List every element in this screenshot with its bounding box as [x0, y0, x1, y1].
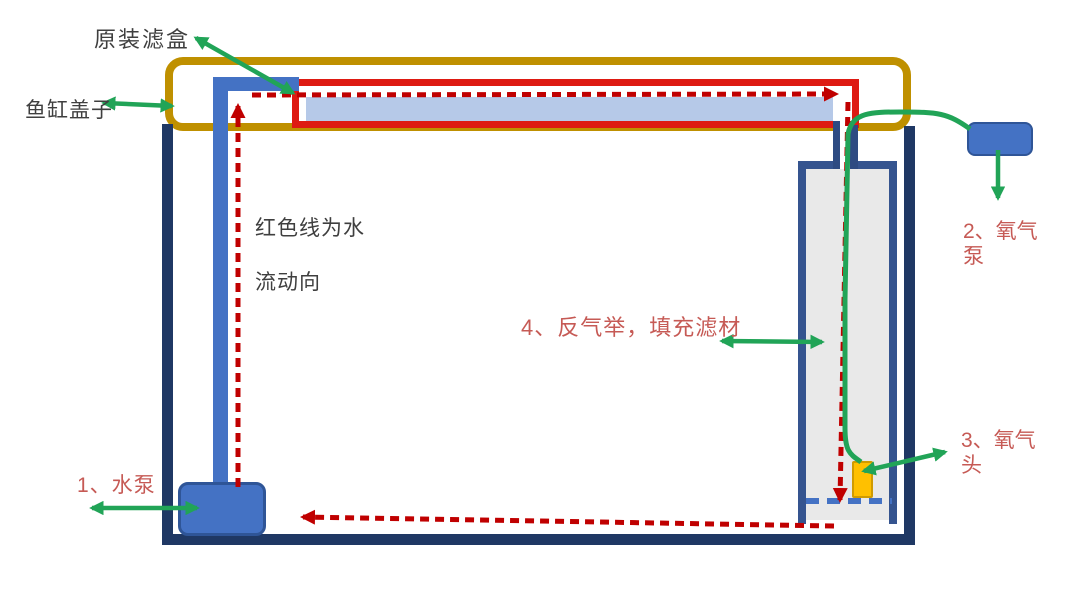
water-pump — [178, 482, 266, 536]
water-pump-label: 1、水泵 — [77, 474, 156, 497]
flow-return-arrow — [300, 509, 835, 529]
airlift-bottom-grid — [806, 498, 892, 504]
airlift-column-fill — [806, 169, 889, 520]
oxygen-pump-label: 2、氧气泵 — [963, 220, 1038, 268]
flow-note-line2: 流动向 — [255, 271, 321, 294]
airlift-column-right-wall — [889, 161, 897, 524]
flow-note-line1: 红色线为水 — [255, 217, 365, 240]
filter-box-label: 原装滤盒 — [94, 27, 191, 52]
tank-right-wall — [904, 126, 915, 545]
oxygen-head — [852, 461, 873, 498]
pump-outlet-pipe-horizontal — [213, 77, 299, 91]
airlift-column-top-left — [798, 161, 833, 169]
downpipe-right-wall — [850, 125, 858, 169]
tank-bottom — [162, 534, 915, 545]
filter-box-water — [306, 97, 833, 121]
tank-left-wall — [162, 124, 173, 545]
airlift-label: 4、反气举，填充滤材 — [521, 315, 742, 340]
pump-outlet-pipe-vertical — [213, 77, 228, 488]
airlift-column-top-right — [858, 161, 897, 169]
airlift-column-left-wall — [798, 161, 806, 524]
lid-arrow — [101, 96, 175, 113]
oxygen-head-label: 3、氧气头 — [961, 429, 1036, 477]
downpipe-left-wall — [833, 121, 840, 169]
flow-note: 红色线为水 流动向 — [255, 188, 365, 323]
tank-lid-label: 鱼缸盖子 — [25, 99, 113, 122]
oxygen-pump — [967, 122, 1033, 156]
